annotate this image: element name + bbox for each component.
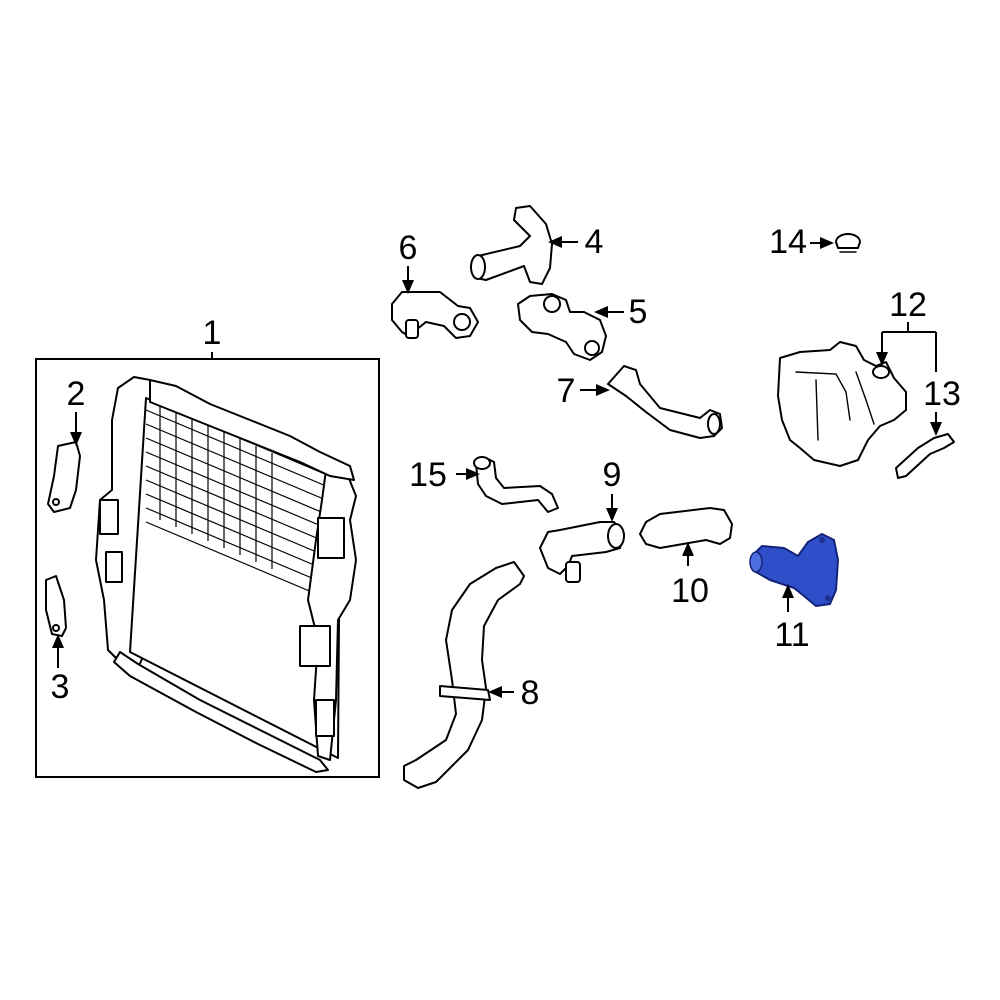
inlet-part-11-highlighted (749, 533, 839, 607)
radiator-bracket-left-2 (105, 551, 123, 583)
callout-14: 14 (769, 223, 807, 261)
callout-3: 3 (51, 668, 70, 706)
inlet-part-11-bolt-1 (819, 537, 825, 543)
radiator-bracket-left-1 (99, 499, 119, 535)
inlet-part-11-port (749, 551, 763, 573)
radiator-group (35, 358, 380, 778)
reservoir-part-12-neck (872, 365, 890, 379)
outlet-part-6-nipple (405, 319, 419, 339)
callout-5: 5 (629, 293, 648, 331)
callout-10: 10 (671, 572, 709, 610)
pipe-part-9-branch (565, 561, 581, 583)
hose-part-8-clamp (439, 685, 491, 701)
housing-part-5-flange (584, 340, 600, 356)
reservoir-part-12 (777, 341, 907, 467)
callout-8: 8 (521, 674, 540, 712)
radiator-top-tank (149, 379, 355, 481)
callout-4: 4 (585, 223, 604, 261)
inlet-part-11-body (751, 533, 839, 607)
bracket-part-3 (45, 575, 67, 637)
bracket-part-2-hole (52, 498, 60, 506)
pipe-part-7-end (707, 413, 721, 435)
housing-part-5 (517, 293, 607, 361)
hose-part-10 (639, 507, 733, 549)
callout-1: 1 (203, 314, 222, 352)
radiator-bracket-right-3 (315, 699, 335, 737)
callout-13: 13 (923, 375, 961, 413)
reservoir-part-12-ribs (795, 371, 875, 441)
callout-2: 2 (67, 375, 86, 413)
inlet-part-11-bolt-2 (825, 595, 831, 601)
pipe-part-9-end (607, 523, 625, 549)
radiator-bracket-right-1 (317, 517, 345, 559)
radiator-bracket-right-2 (299, 625, 331, 667)
bracket-part-3-hole (52, 624, 60, 632)
pipe-part-9 (539, 521, 625, 575)
hose-part-4-end (470, 254, 486, 280)
bracket-part-2 (47, 441, 81, 513)
callout-9: 9 (603, 456, 622, 494)
callout-7: 7 (557, 372, 576, 410)
hose-part-15 (475, 457, 559, 513)
callout-12: 12 (889, 286, 927, 324)
housing-part-5-port (543, 295, 561, 313)
pipe-part-7 (607, 365, 723, 439)
radiator-bottom-rail (113, 651, 329, 773)
hose-part-4 (475, 205, 553, 285)
outlet-part-6-flange (453, 313, 471, 331)
hose-part-8 (403, 561, 525, 789)
hose-part-15-end (473, 456, 491, 470)
cap-part-14 (835, 233, 861, 249)
callout-6: 6 (399, 229, 418, 267)
hose-part-13 (895, 433, 955, 479)
radiator-fins (145, 404, 327, 599)
leader-lines (52, 236, 942, 698)
callout-11: 11 (774, 616, 809, 654)
callout-15: 15 (409, 456, 447, 494)
